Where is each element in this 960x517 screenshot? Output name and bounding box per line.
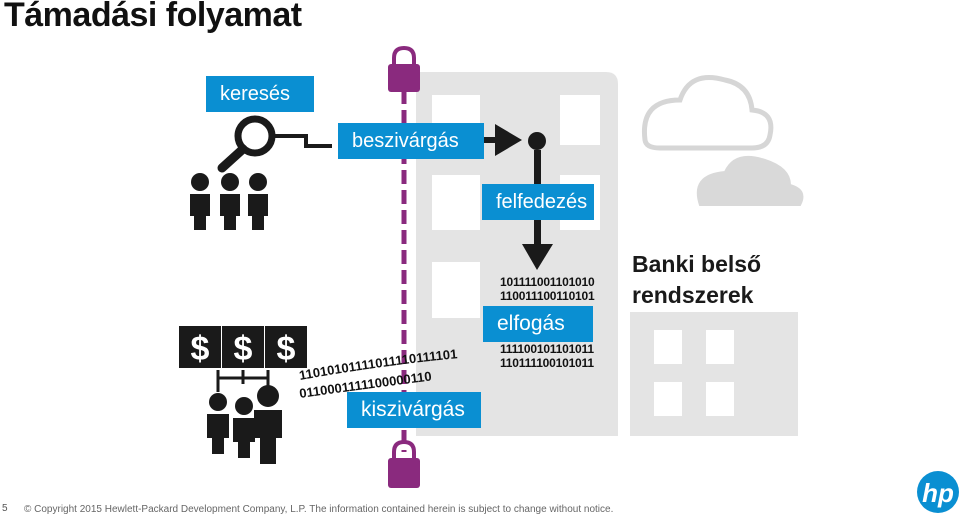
- binary-block-bottom: 111100101101011 110111100101011: [500, 342, 594, 370]
- binary-line: 101111001101010: [500, 275, 595, 289]
- label-capture: elfogás: [483, 306, 593, 342]
- binary-block-top: 101111001101010 110011100110101: [500, 275, 595, 303]
- svg-text:hp: hp: [922, 478, 954, 508]
- dollar-icon-3: $: [277, 330, 296, 368]
- page-number: 5: [2, 503, 8, 514]
- label-discover: felfedezés: [482, 184, 594, 220]
- slide-title: Támadási folyamat: [4, 0, 302, 34]
- label-exfiltrate: kiszivárgás: [347, 392, 481, 428]
- cloud-icon: [641, 75, 804, 206]
- copyright-footer: © Copyright 2015 Hewlett-Packard Develop…: [24, 504, 614, 515]
- receivers-group-icon: [207, 385, 282, 464]
- lock-icon-top: [388, 45, 420, 92]
- target-label-line2: rendszerek: [632, 282, 754, 308]
- attackers-group-icon: [190, 173, 268, 230]
- building-main: [416, 72, 618, 436]
- money-group: $ $ $: [179, 326, 307, 392]
- building-right: [630, 312, 798, 436]
- target-label-line1: Banki belső: [632, 251, 762, 277]
- lock-icon-bottom: [388, 439, 420, 488]
- binary-line: 110011100110101: [500, 289, 595, 303]
- magnifier-icon: [217, 115, 332, 173]
- dollar-icon-2: $: [234, 330, 253, 368]
- binary-line: 110111100101011: [500, 356, 594, 370]
- label-infiltrate: beszivárgás: [338, 123, 484, 159]
- target-label: Banki belső rendszerek: [632, 249, 761, 311]
- label-search: keresés: [206, 76, 314, 112]
- dollar-icon-1: $: [191, 330, 210, 368]
- hp-logo: hp: [917, 471, 959, 513]
- binary-line: 111100101101011: [500, 342, 594, 356]
- discover-arrow-icon: [522, 150, 553, 270]
